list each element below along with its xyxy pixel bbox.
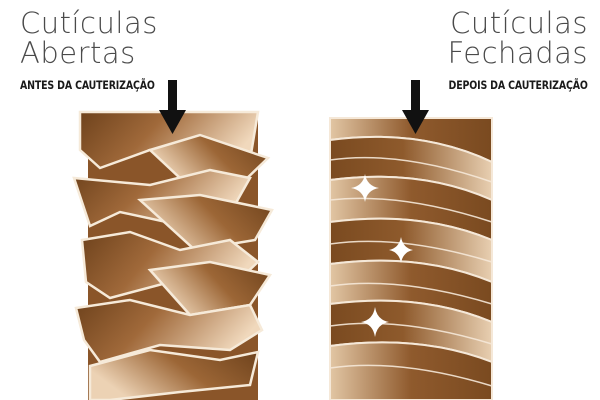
open-scale [74, 298, 264, 364]
open-scale [88, 348, 260, 400]
sparkle-icon [361, 307, 389, 337]
closed-cuticles-subtitle: DEPOIS DA CAUTERIZAÇÃO [448, 78, 588, 92]
open-cuticles-subtitle: ANTES DA CAUTERIZAÇÃO [20, 78, 155, 92]
open-scale [147, 133, 271, 187]
closed-cuticles-title: Cutículas Fechadas [448, 8, 588, 68]
open-cuticles-title: Cutículas Abertas [20, 8, 158, 68]
closed-scale [329, 341, 493, 400]
down-arrow-icon [402, 80, 429, 134]
open-cuticles-title-line2: Abertas [20, 36, 136, 70]
closed-cuticles-title-line2: Fechadas [447, 36, 588, 70]
closed-cuticles-hair [329, 117, 493, 400]
open-scale [137, 193, 274, 252]
down-arrow-icon [159, 80, 186, 134]
open-cuticles-hair [72, 110, 274, 400]
open-cuticles-title-line1: Cutículas [20, 6, 158, 40]
sparkle-icon [389, 237, 413, 263]
sparkle-icon [351, 174, 379, 202]
open-scale [147, 260, 273, 317]
closed-cuticles-title-line1: Cutículas [450, 6, 588, 40]
